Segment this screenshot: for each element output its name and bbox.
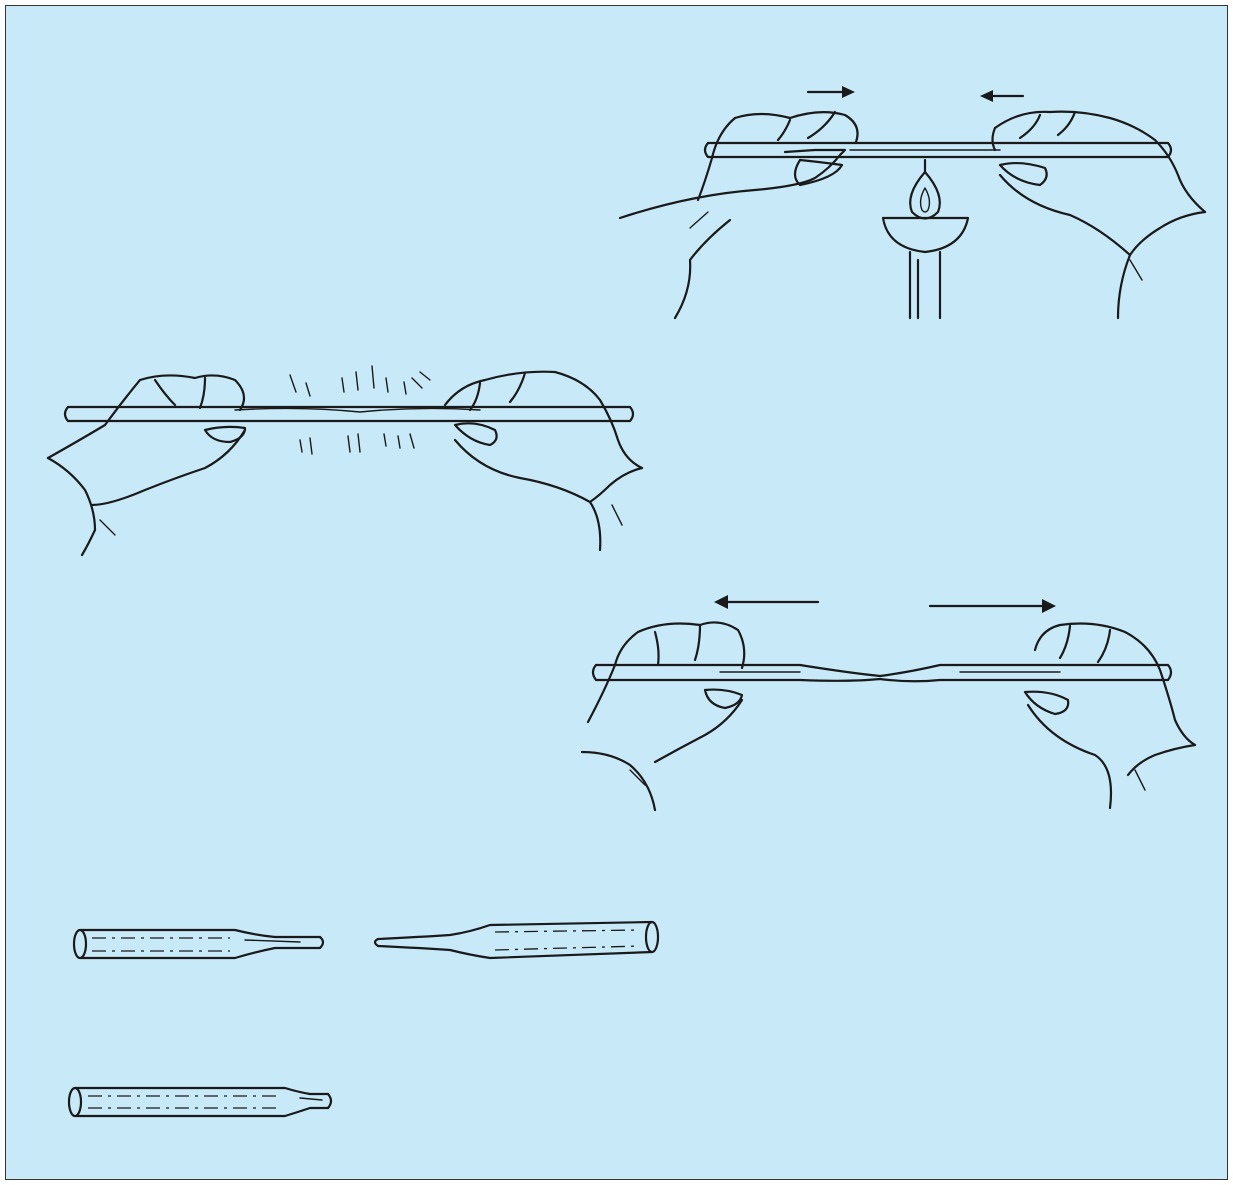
left-hand-icon	[580, 621, 746, 812]
step-softening	[46, 365, 644, 557]
step-heating	[618, 86, 1207, 320]
push-in-arrow-icon	[806, 86, 1025, 102]
left-hand-icon	[618, 110, 859, 320]
drawn-tube-icon	[591, 663, 1173, 683]
left-hand-icon	[46, 374, 247, 557]
step-finished-tube	[67, 1086, 333, 1118]
figure-panel	[5, 5, 1228, 1180]
step-drawn-pieces	[72, 920, 660, 960]
pull-out-arrow-icon	[714, 595, 1056, 613]
right-hand-icon	[991, 110, 1207, 320]
burner-flame-icon	[881, 158, 970, 320]
right-hand-icon	[443, 370, 644, 552]
heat-ray-icon	[289, 365, 431, 455]
finished-tube-icon	[67, 1086, 333, 1118]
step-drawing-out	[580, 595, 1197, 812]
tapered-tip-icon	[373, 920, 660, 960]
right-hand-icon	[1023, 622, 1197, 810]
glass-tube-icon	[703, 141, 1173, 159]
tube-piece-icon	[72, 928, 325, 960]
glowing-tube-icon	[63, 405, 635, 423]
